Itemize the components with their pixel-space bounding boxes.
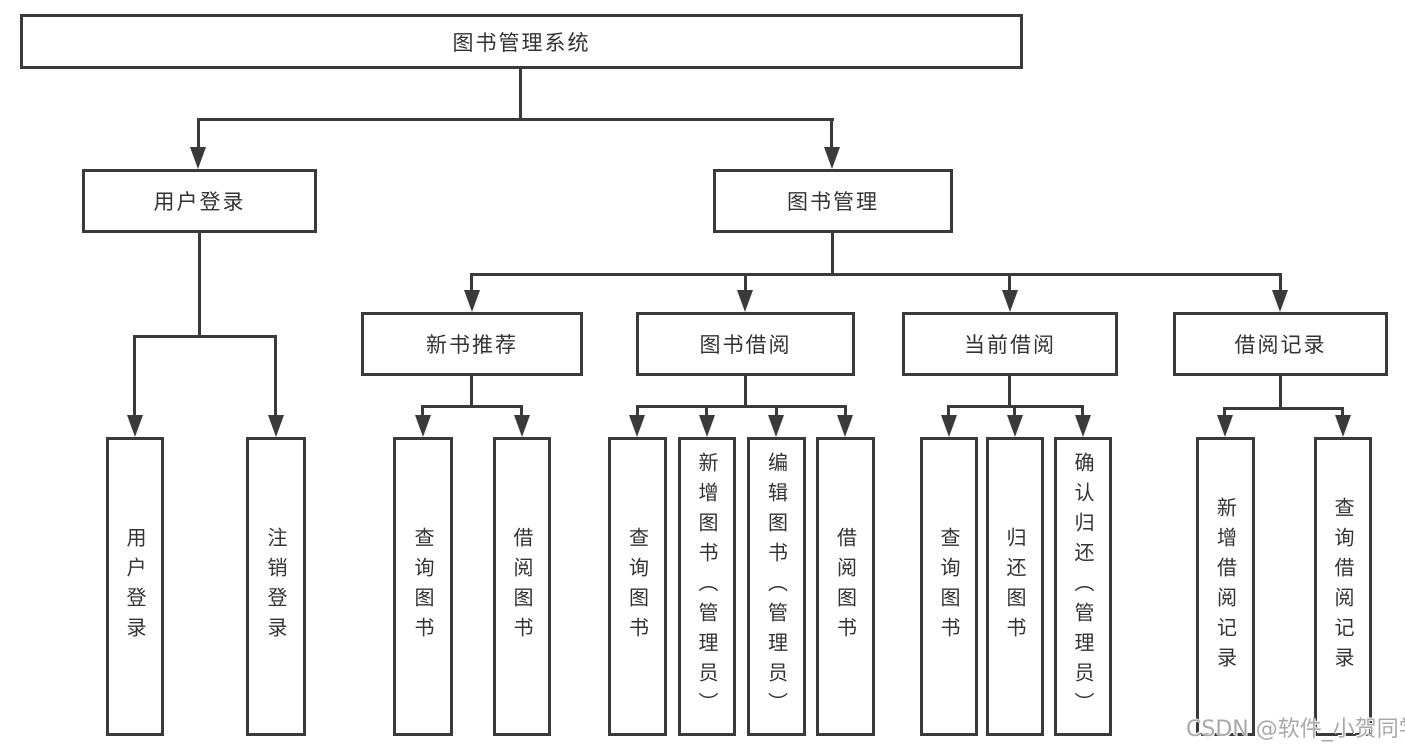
leaf-borrow-books: 借阅图书 (493, 437, 551, 736)
arrow-down-icon (1335, 415, 1351, 437)
arrow-down-icon (127, 415, 143, 437)
leaf-borrow-books: 借阅图书 (816, 437, 875, 736)
arrow-down-icon (737, 290, 753, 312)
node-new-book-recommend: 新书推荐 (361, 312, 583, 376)
connector-level3-splitter (471, 273, 1282, 276)
connector-stem (1008, 376, 1011, 405)
leaf-return-books: 归还图书 (986, 437, 1044, 736)
connector-stem (744, 273, 747, 295)
leaf-query-books: 查询图书 (393, 437, 453, 736)
connector-stem (1223, 407, 1226, 419)
connector-stem (1341, 407, 1344, 419)
connector-stem (520, 405, 523, 419)
arrow-down-icon (268, 415, 284, 437)
connector-stem (844, 405, 847, 419)
leaf-query-books: 查询图书 (920, 437, 978, 736)
arrow-down-icon (514, 415, 530, 437)
connector-stem (1279, 273, 1282, 295)
connector-stem (470, 376, 473, 405)
connector-splitter (948, 405, 1084, 408)
arrow-down-icon (1007, 415, 1023, 437)
connector-splitter (636, 405, 847, 408)
arrow-down-icon (464, 290, 480, 312)
connector-stem (705, 405, 708, 419)
connector-stem (1081, 405, 1084, 419)
connector-stem (133, 335, 136, 419)
connector-stem (198, 233, 201, 335)
connector-stem (197, 118, 200, 152)
connector-splitter (422, 405, 523, 408)
connector-stem (470, 273, 473, 295)
leaf-logout: 注销登录 (246, 437, 306, 736)
leaf-edit-books-admin: 编辑图书（管理员） (747, 437, 806, 736)
arrow-down-icon (629, 415, 645, 437)
node-current-borrowing: 当前借阅 (902, 312, 1118, 376)
node-borrowing-records: 借阅记录 (1173, 312, 1388, 376)
connector-stem (830, 118, 833, 152)
connector-splitter (1224, 407, 1344, 410)
connector-stem (831, 233, 834, 273)
connector-stem (1013, 405, 1016, 419)
leaf-query-borrow-record: 查询借阅记录 (1314, 437, 1372, 736)
connector-stem (947, 405, 950, 419)
leaf-query-books: 查询图书 (608, 437, 667, 736)
connector-level2-splitter (198, 118, 834, 121)
arrow-down-icon (1002, 290, 1018, 312)
arrow-down-icon (768, 415, 784, 437)
arrow-down-icon (837, 415, 853, 437)
connector-root-stem (519, 69, 522, 118)
connector-splitter (134, 335, 277, 338)
connector-stem (744, 376, 747, 405)
connector-stem (1279, 376, 1282, 407)
arrow-down-icon (1217, 415, 1233, 437)
arrow-down-icon (941, 415, 957, 437)
node-user-login: 用户登录 (82, 169, 317, 233)
csdn-watermark: CSDN @软件_小贺同学 (1186, 717, 1405, 742)
node-book-borrowing: 图书借阅 (636, 312, 855, 376)
connector-stem (421, 405, 424, 419)
connector-stem (274, 335, 277, 419)
connector-stem (1008, 273, 1011, 295)
connector-stem (775, 405, 778, 419)
arrow-down-icon (824, 147, 840, 169)
arrow-down-icon (415, 415, 431, 437)
arrow-down-icon (1272, 290, 1288, 312)
connector-stem (636, 405, 639, 419)
leaf-add-borrow-record: 新增借阅记录 (1196, 437, 1255, 736)
arrow-down-icon (699, 415, 715, 437)
leaf-user-login: 用户登录 (106, 437, 164, 736)
leaf-add-books-admin: 新增图书（管理员） (678, 437, 736, 736)
arrow-down-icon (1075, 415, 1091, 437)
node-root-library-management-system: 图书管理系统 (20, 14, 1023, 69)
arrow-down-icon (190, 147, 206, 169)
node-book-management: 图书管理 (713, 169, 953, 233)
leaf-confirm-return-admin: 确认归还（管理员） (1054, 437, 1112, 736)
